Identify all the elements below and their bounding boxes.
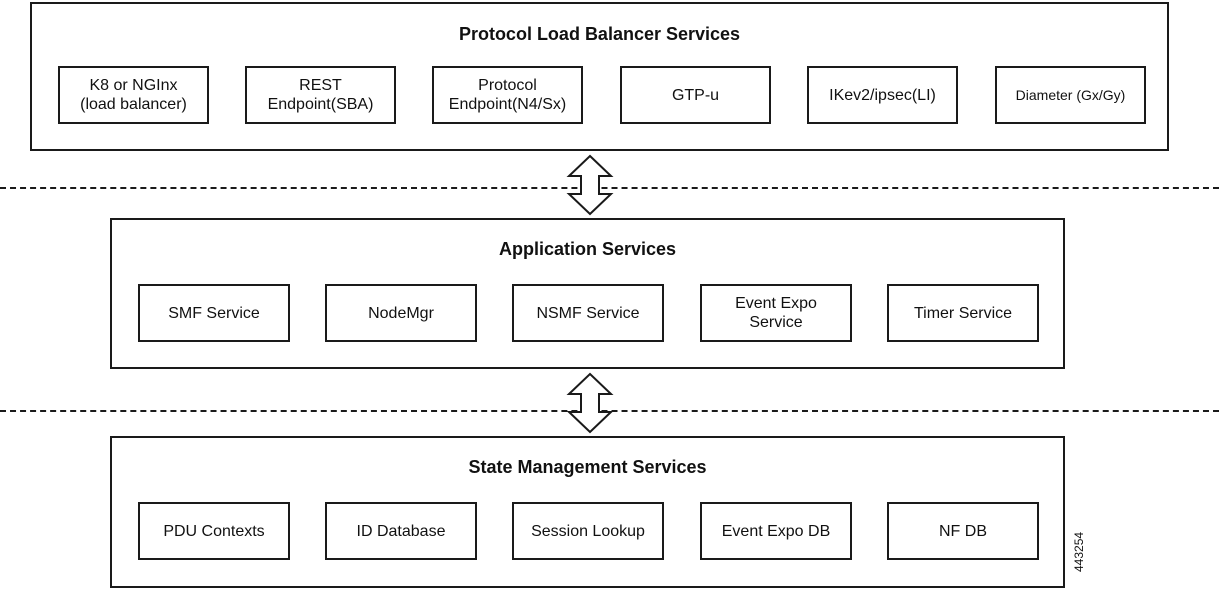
service-box-protocol-endpoint: Protocol Endpoint(N4/Sx) <box>432 66 583 124</box>
service-box-timer-service: Timer Service <box>887 284 1039 342</box>
protocol-load-balancer-layer: Protocol Load Balancer Services <box>30 2 1169 151</box>
layer-title: Application Services <box>498 239 677 259</box>
service-box-gtp-u: GTP-u <box>620 66 771 124</box>
bidirectional-arrow-icon <box>566 154 614 216</box>
separator-line <box>0 187 1219 189</box>
service-box-k8-nginx: K8 or NGInx (load balancer) <box>58 66 209 124</box>
service-box-pdu-contexts: PDU Contexts <box>138 502 290 560</box>
layer-title: State Management Services <box>468 457 707 477</box>
service-box-rest-endpoint: REST Endpoint(SBA) <box>245 66 396 124</box>
service-box-id-database: ID Database <box>325 502 477 560</box>
figure-id: 443254 <box>1072 531 1086 572</box>
bidirectional-arrow-icon <box>566 372 614 434</box>
service-box-diameter: Diameter (Gx/Gy) <box>995 66 1146 124</box>
layer-title: Protocol Load Balancer Services <box>458 24 741 44</box>
service-box-smf-service: SMF Service <box>138 284 290 342</box>
service-box-ikev2-ipsec: IKev2/ipsec(LI) <box>807 66 958 124</box>
service-box-nf-db: NF DB <box>887 502 1039 560</box>
service-box-nsmf-service: NSMF Service <box>512 284 664 342</box>
service-box-nodemgr: NodeMgr <box>325 284 477 342</box>
service-box-event-expo-service: Event Expo Service <box>700 284 852 342</box>
service-box-event-expo-db: Event Expo DB <box>700 502 852 560</box>
service-box-session-lookup: Session Lookup <box>512 502 664 560</box>
